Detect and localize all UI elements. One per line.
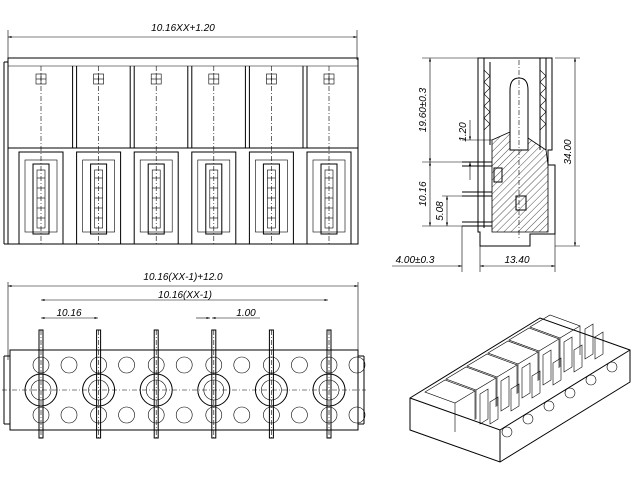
iso-pole [466, 353, 555, 412]
side-pin-pitch-label: 10.16 [418, 181, 429, 206]
bottom-pole [312, 329, 366, 440]
front-pole [18, 66, 64, 244]
iso-pole [529, 314, 618, 373]
front-view: 10.16XX+1.20 [3, 23, 359, 245]
front-pole [302, 66, 352, 244]
side-view: 34.00 19.60±0.3 1.20 10.16 5.08 4.00±0.3… [392, 57, 580, 272]
bottom-pole [24, 329, 78, 440]
iso-pole [445, 366, 534, 425]
side-depth-label: 13.40 [504, 255, 529, 266]
front-pole [129, 66, 179, 244]
side-pin-half-label: 5.08 [435, 201, 446, 221]
bottom-pitch-label: 10.16 [56, 308, 81, 319]
iso-pole [508, 327, 597, 386]
bottom-pole [82, 329, 135, 440]
iso-pole [424, 379, 513, 438]
iso-pole [487, 340, 576, 399]
bottom-view: 10.16(XX-1)+12.0 10.16(XX-1) 10.16 1.00 [2, 272, 366, 440]
bottom-pole [139, 329, 193, 440]
side-pin-offset-label: 4.00±0.3 [396, 255, 435, 266]
front-pole [244, 66, 294, 244]
side-total-height-label: 34.00 [563, 139, 574, 164]
bottom-pin-span-label: 10.16(XX-1) [158, 290, 212, 301]
front-pole [187, 66, 237, 244]
bottom-pole [254, 329, 308, 440]
side-top-height-label: 19.60±0.3 [418, 87, 429, 132]
isometric-view [409, 314, 631, 463]
bottom-pin-width-label: 1.00 [236, 308, 256, 319]
bottom-total-width-label: 10.16(XX-1)+12.0 [143, 272, 223, 283]
front-total-width-label: 10.16XX+1.20 [151, 23, 215, 34]
side-small-step-label: 1.20 [458, 122, 469, 142]
front-pole [72, 66, 122, 244]
bottom-pole [197, 329, 251, 440]
